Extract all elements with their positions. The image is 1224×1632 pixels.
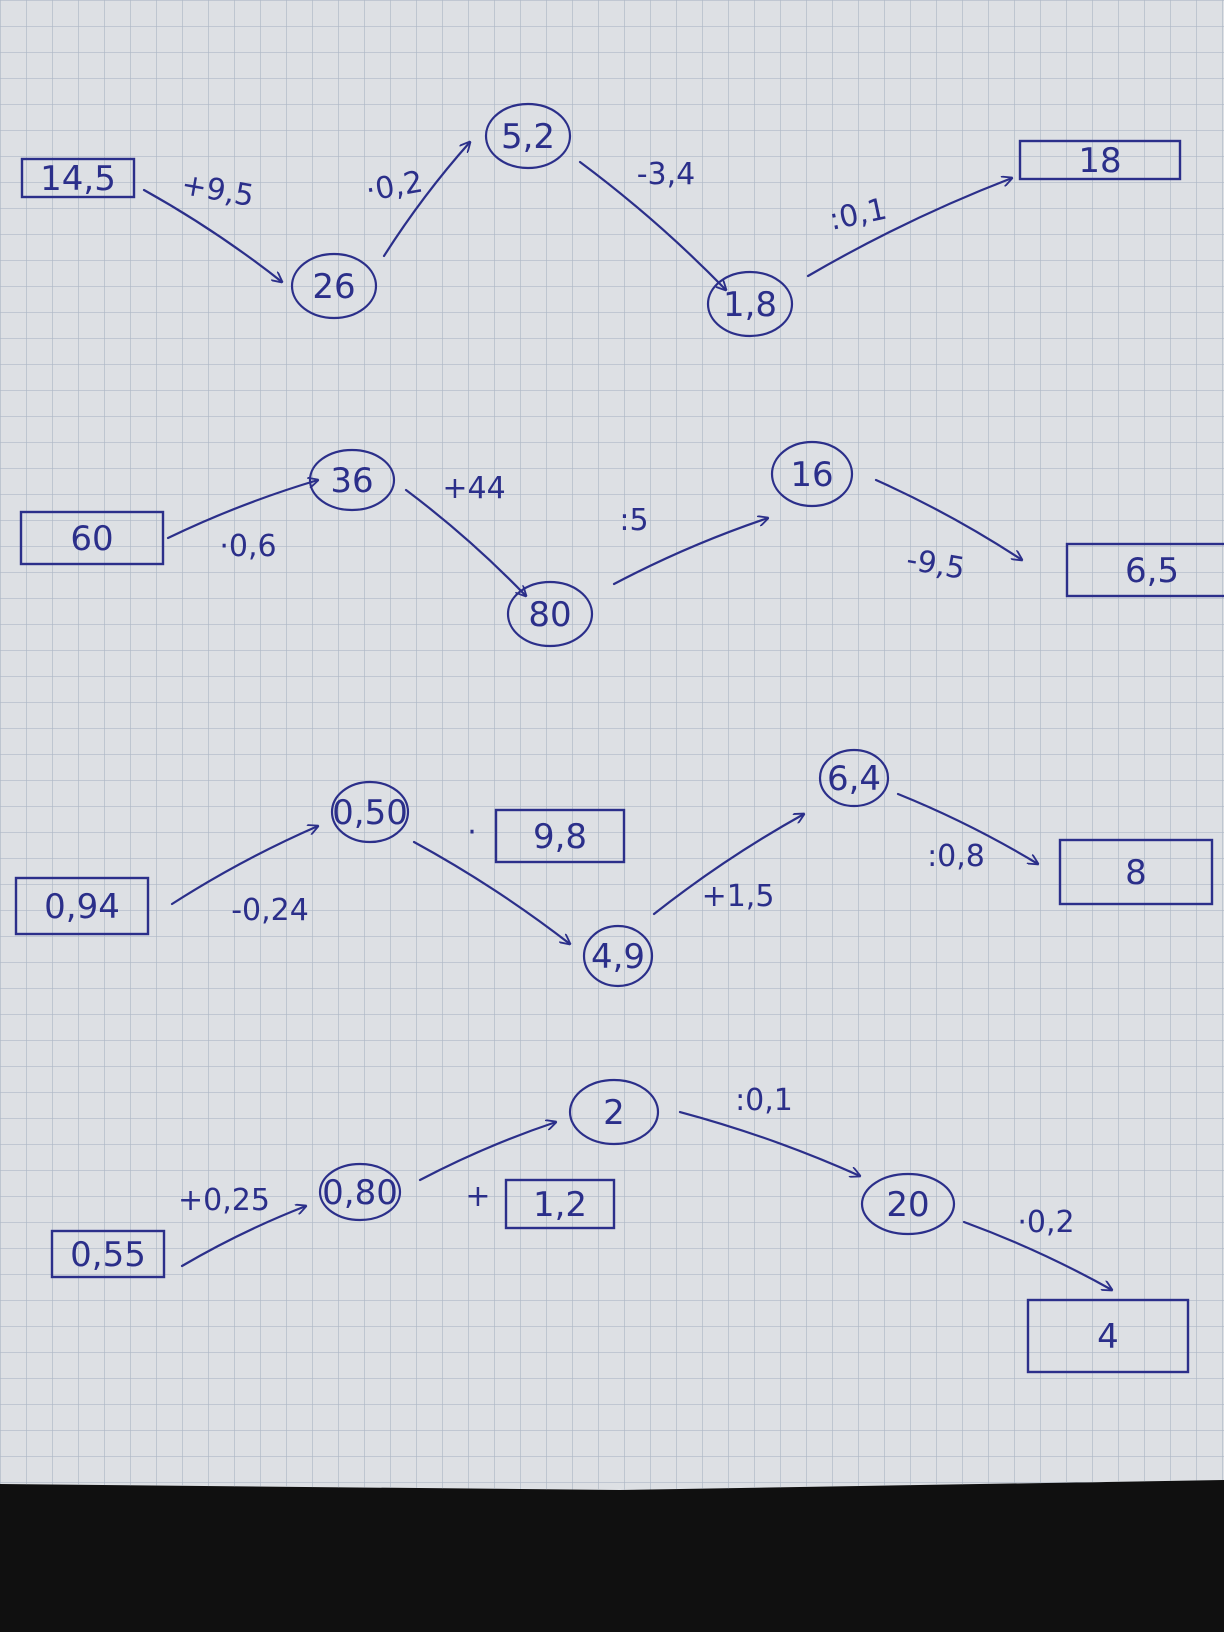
- chain-2-operation-3: :5: [619, 503, 648, 538]
- chain-1-value-1: 14,5: [40, 159, 116, 199]
- chain-1-value-3: 5,2: [501, 117, 555, 157]
- chain-1-box-1: [20, 157, 136, 199]
- chain-2-value-3: 80: [528, 595, 571, 635]
- chain-2-value-1: 60: [70, 519, 113, 559]
- chain-1-value-5: 18: [1078, 141, 1121, 181]
- chain-2-circle-2: [308, 448, 396, 512]
- chain-4-value-2: 0,80: [322, 1173, 398, 1213]
- chain-2-operation-2: +44: [442, 471, 505, 506]
- chain-1-value-4: 1,8: [723, 285, 777, 325]
- chain-4-extra-value-1: 1,2: [533, 1185, 587, 1225]
- chain-4-value-4: 20: [886, 1185, 929, 1225]
- chain-2-circle-4: [770, 440, 854, 508]
- chain-2-value-5: 6,5: [1125, 551, 1179, 591]
- chain-3-operation-4: :0,8: [927, 839, 985, 874]
- chain-3-value-5: 8: [1125, 853, 1147, 893]
- chain-4-extra-box-1: [504, 1178, 616, 1230]
- chain-4-circle-2: [318, 1162, 402, 1222]
- chain-2-circle-3: [506, 580, 594, 648]
- chain-2-arrow-4: [874, 478, 1022, 560]
- chain-4-arrow-4: [962, 1220, 1112, 1290]
- chain-4-circle-4: [860, 1172, 956, 1236]
- chain-1-operation-3: -3,4: [637, 157, 696, 192]
- chain-2-value-4: 16: [790, 455, 833, 495]
- chain-1-arrow-4: [806, 178, 1012, 278]
- chain-1-circle-2: [290, 252, 378, 320]
- chain-3-arrow-2: [412, 840, 570, 944]
- chain-4-arrow-1: [180, 1206, 306, 1268]
- chain-1-arrow-1: [142, 188, 282, 282]
- chain-4-extra-operator-1: +: [465, 1179, 490, 1214]
- chain-3-arrow-1: [170, 826, 318, 906]
- chain-2-value-2: 36: [330, 461, 373, 501]
- chain-2-operation-1: ·0,6: [219, 529, 276, 564]
- chain-4-box-1: [50, 1229, 166, 1279]
- chain-3-circle-4: [818, 748, 890, 808]
- chain-3-value-2: 0,50: [332, 793, 408, 833]
- chain-1-arrow-3: [578, 160, 726, 290]
- chain-4-value-5: 4: [1097, 1317, 1119, 1357]
- chain-4-operation-3: :0,1: [735, 1083, 793, 1118]
- chain-3-extra-value-1: 9,8: [533, 817, 587, 857]
- chain-3-circle-3: [582, 924, 654, 988]
- chain-2-arrow-2: [404, 488, 526, 596]
- chain-4-operation-4: ·0,2: [1017, 1205, 1074, 1240]
- chain-4-arrow-3: [678, 1110, 860, 1176]
- chain-1-circle-4: [706, 270, 794, 338]
- chain-3-box-1: [14, 876, 150, 936]
- chain-4-operation-1: +0,25: [178, 1183, 270, 1218]
- chain-1-box-5: [1018, 139, 1182, 181]
- chain-3-value-1: 0,94: [44, 887, 120, 927]
- chain-3: -0,24 +1,5 :0,8 0,94 0,50 4,9 6,4 8 · 9,8: [14, 748, 1214, 988]
- chain-2-arrow-3: [612, 518, 768, 586]
- chain-4-value-1: 0,55: [70, 1235, 146, 1275]
- chain-4: +0,25 :0,1 ·0,2 0,55 0,80 2 20 4 +1,2: [50, 1078, 1190, 1374]
- chain-1-value-2: 26: [312, 267, 355, 307]
- chain-2-box-1: [19, 510, 165, 566]
- chain-3-operation-1: -0,24: [231, 893, 309, 928]
- chain-3-extra-box-1: [494, 808, 626, 864]
- chain-1-circle-3: [484, 102, 572, 170]
- chain-2-arrow-1: [166, 480, 318, 540]
- chain-3-arrow-3: [652, 814, 804, 916]
- chain-4-circle-3: [568, 1078, 660, 1146]
- chain-3-box-5: [1058, 838, 1214, 906]
- chain-3-operation-3: +1,5: [702, 879, 775, 914]
- chain-4-arrow-2: [418, 1122, 556, 1182]
- chain-2-box-5: [1065, 542, 1224, 598]
- chain-4-value-3: 2: [603, 1093, 625, 1133]
- chain-3-value-3: 4,9: [591, 937, 645, 977]
- chain-4-box-5: [1026, 1298, 1190, 1374]
- chain-1-arrow-2: [382, 142, 470, 258]
- chain-3-extra-operator-1: ·: [467, 815, 477, 850]
- chain-3-circle-2: [330, 780, 410, 844]
- chain-3-value-4: 6,4: [827, 759, 881, 799]
- paper-grid: [0, 0, 1224, 1490]
- chain-3-arrow-4: [896, 792, 1038, 864]
